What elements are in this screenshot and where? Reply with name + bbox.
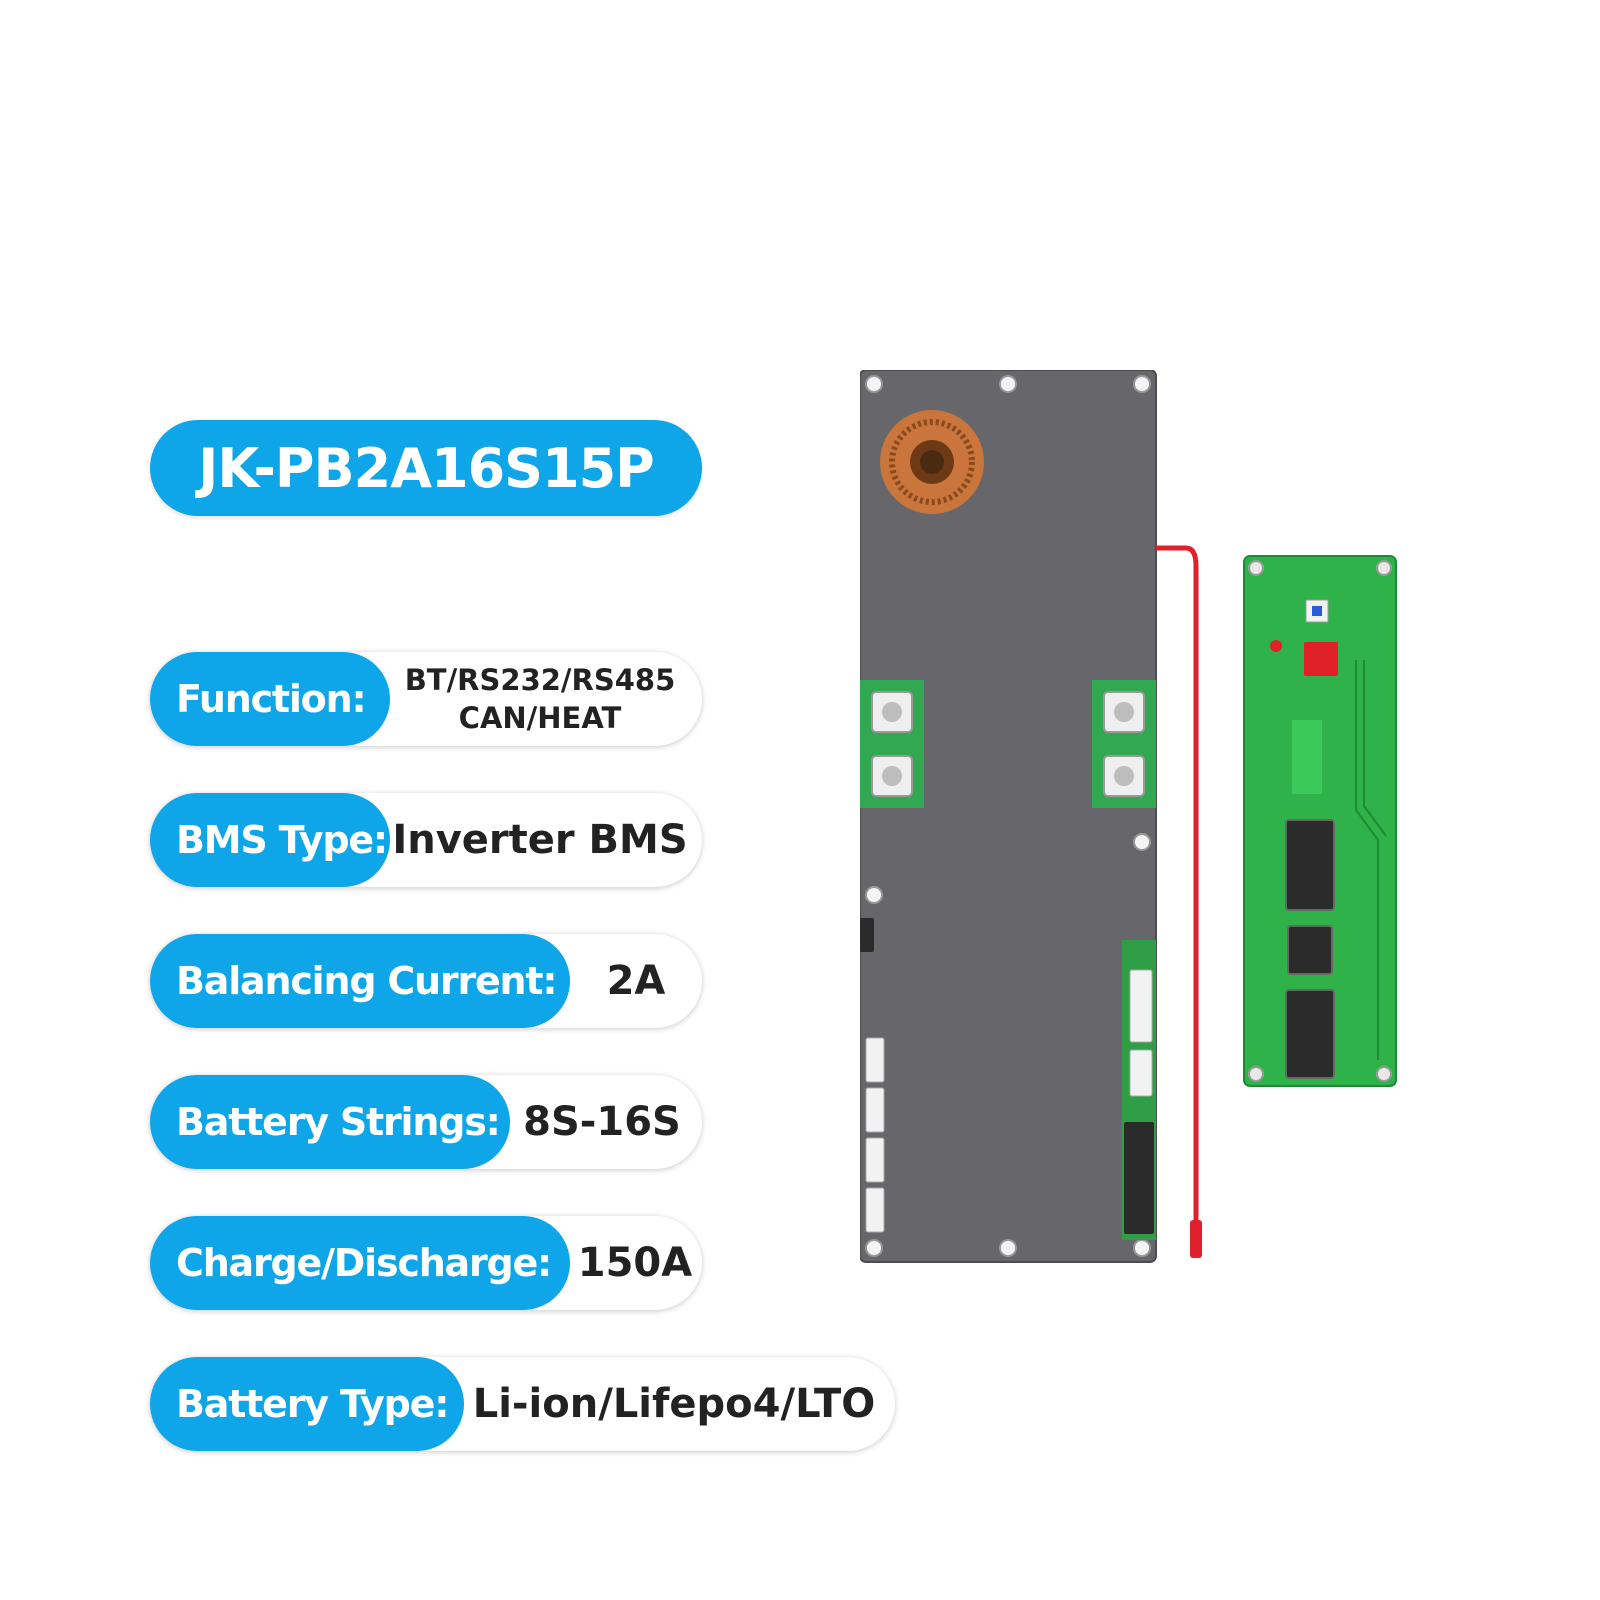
- spec-label: Battery Type:: [150, 1357, 464, 1451]
- spec-label: BMS Type:: [150, 793, 390, 887]
- spec-row-function: Function: BT/RS232/RS485 CAN/HEAT: [150, 652, 702, 746]
- spec-row-balancing-current: Balancing Current: 2A: [150, 934, 702, 1028]
- model-title: JK-PB2A16S15P: [198, 436, 655, 500]
- spec-label: Function:: [150, 652, 390, 746]
- spec-value: 8S-16S: [523, 1099, 681, 1145]
- spec-label: Balancing Current:: [150, 934, 570, 1028]
- spec-value: Li-ion/Lifepo4/LTO: [472, 1381, 876, 1427]
- communication-board-icon: [1243, 555, 1397, 1087]
- spec-row-battery-type: Battery Type: Li-ion/Lifepo4/LTO: [150, 1357, 895, 1451]
- spec-value: Inverter BMS: [392, 817, 688, 863]
- spec-value: 150A: [577, 1240, 693, 1286]
- spec-row-battery-strings: Battery Strings: 8S-16S: [150, 1075, 702, 1169]
- balance-connector-icon: [865, 1037, 885, 1233]
- spec-row-bms-type: BMS Type: Inverter BMS: [150, 793, 702, 887]
- power-terminal-icon: [860, 680, 1156, 808]
- toroid-inductor-icon: [880, 410, 984, 514]
- product-illustration: [860, 370, 1397, 1263]
- spec-value: 2A: [606, 958, 666, 1004]
- spec-label: Charge/Discharge:: [150, 1216, 570, 1310]
- spec-row-charge-discharge: Charge/Discharge: 150A: [150, 1216, 702, 1310]
- communication-port-icon: [860, 918, 1156, 1240]
- bms-main-board-icon: [860, 370, 1157, 1263]
- model-title-badge: JK-PB2A16S15P: [150, 420, 702, 516]
- spec-label: Battery Strings:: [150, 1075, 510, 1169]
- spec-value: BT/RS232/RS485 CAN/HEAT: [404, 663, 676, 735]
- battery-wire-icon: [1156, 545, 1202, 1258]
